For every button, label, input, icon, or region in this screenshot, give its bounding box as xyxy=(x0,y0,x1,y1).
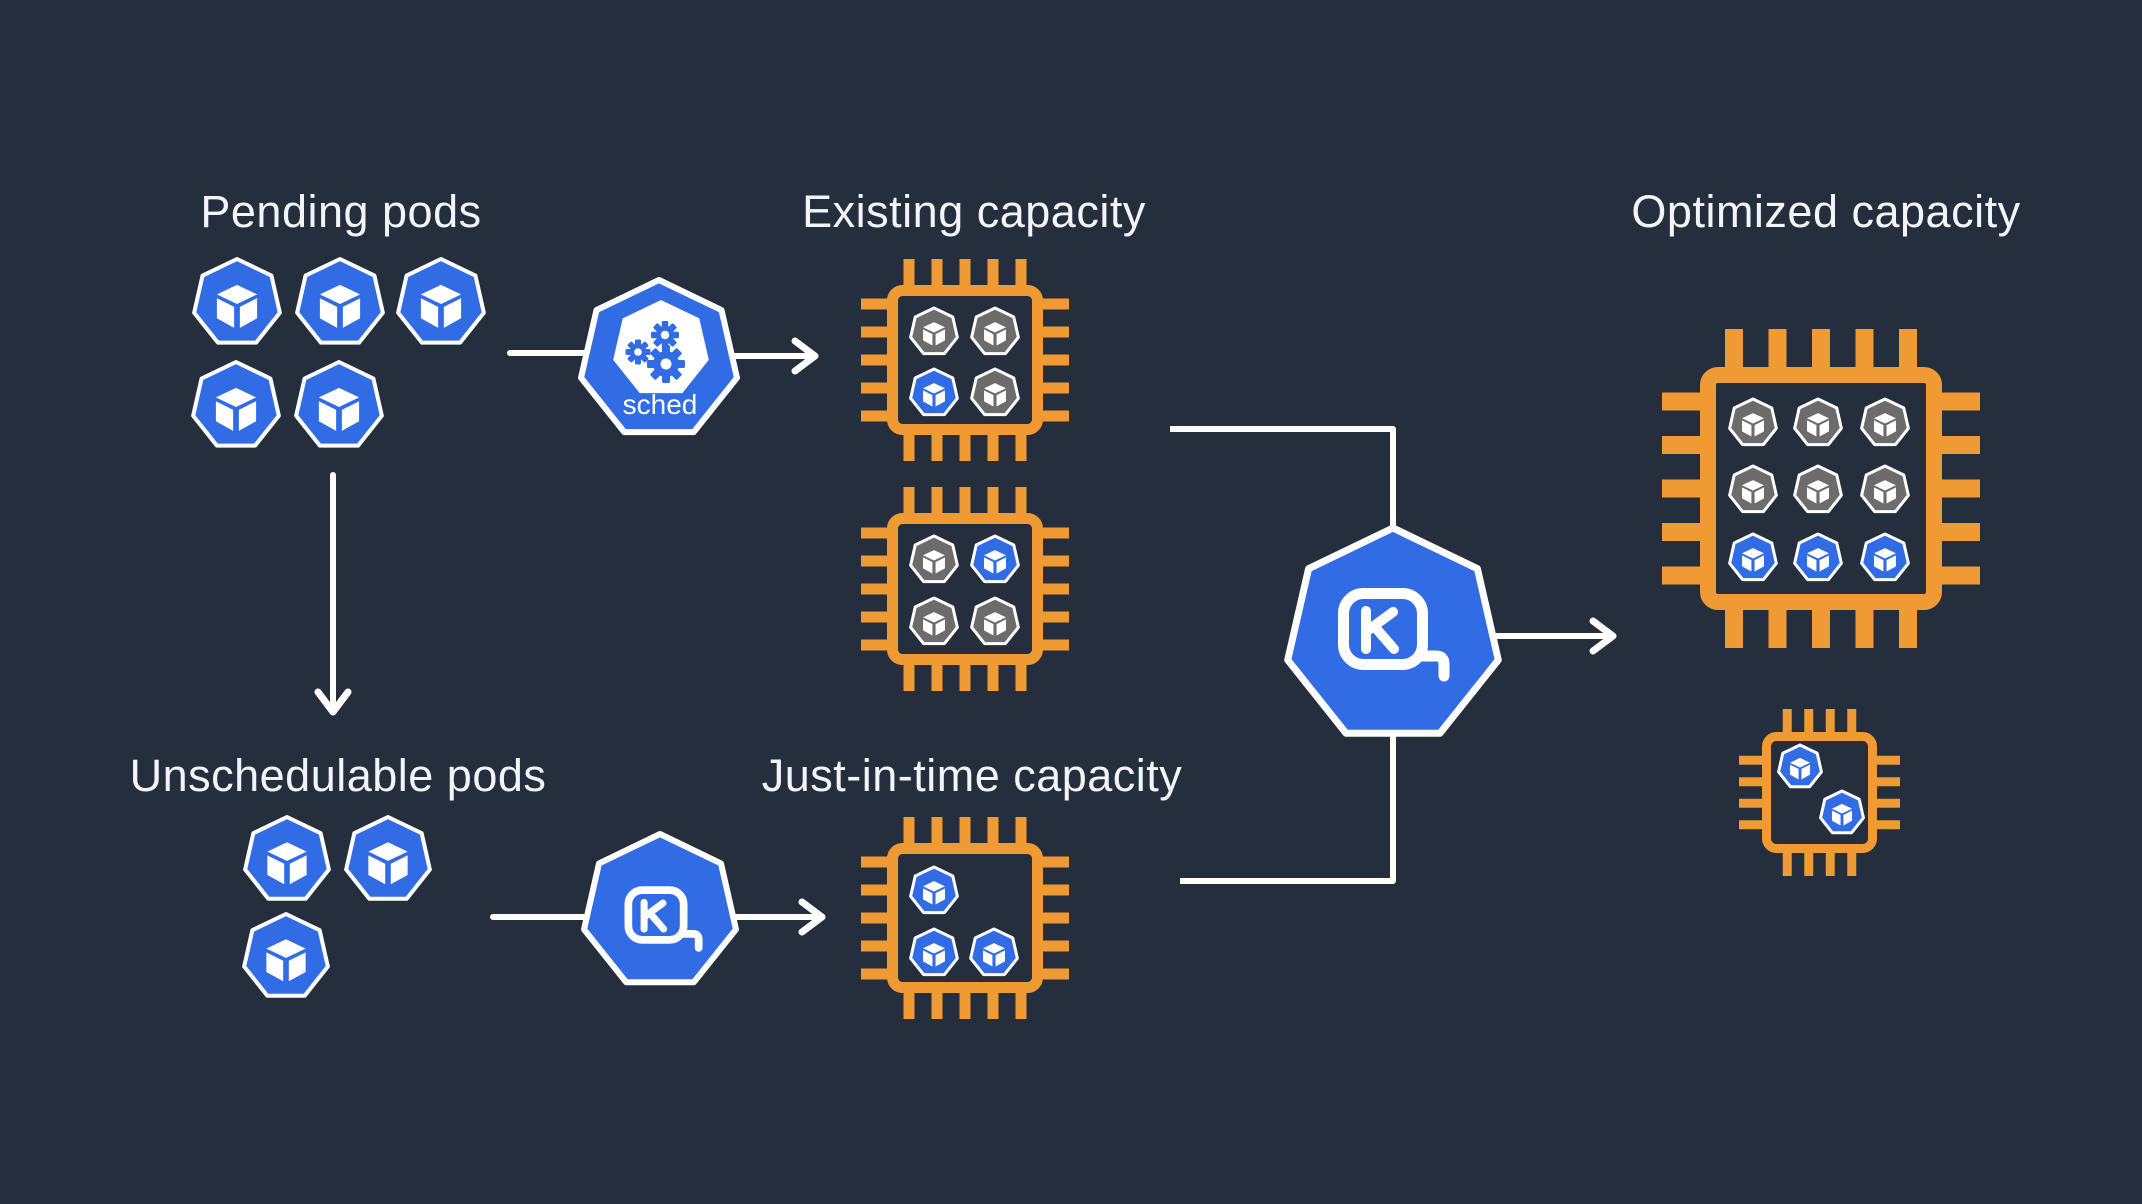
karpenter-icon-main xyxy=(1284,524,1502,737)
cpu-chip-existing-1 xyxy=(861,259,1069,461)
pod-icon xyxy=(909,865,959,915)
pod-icon xyxy=(909,596,959,646)
pod-icon xyxy=(970,534,1020,584)
pod-icon xyxy=(969,927,1019,977)
pod-icon xyxy=(909,534,959,584)
pod-icon xyxy=(1728,532,1778,582)
just-in-time-capacity-label: Just-in-time capacity xyxy=(761,750,1183,801)
kube-scheduler-icon: sched xyxy=(578,277,740,436)
pod-icon xyxy=(1860,397,1910,447)
pod-icon xyxy=(344,814,432,901)
pod-icon xyxy=(1728,464,1778,514)
scheduler-inner-heptagon xyxy=(613,300,709,394)
pod-icon xyxy=(192,256,282,345)
karpenter-heptagon xyxy=(1284,524,1502,737)
unschedulable-pods-label: Unschedulable pods xyxy=(129,750,547,801)
cpu-chip-existing-2 xyxy=(861,487,1069,691)
pod-icon xyxy=(1793,464,1843,514)
cpu-chip-optimized-large xyxy=(1662,329,1980,648)
arrow-karpenter-to-jit xyxy=(732,898,826,936)
karpenter-logo-icon xyxy=(1338,588,1450,682)
arrow-scheduler-to-existing xyxy=(730,337,819,375)
arrow-pending-to-unschedulable xyxy=(314,472,352,716)
pod-icon xyxy=(909,927,959,977)
karpenter-icon-small xyxy=(581,831,739,986)
arrow-karpenter-to-optimized xyxy=(1487,617,1617,655)
cpu-chip-optimized-small xyxy=(1739,709,1900,876)
gear-icon xyxy=(625,339,651,365)
pod-icon xyxy=(1860,464,1910,514)
existing-capacity-label: Existing capacity xyxy=(802,186,1146,237)
pod-icon xyxy=(1777,743,1823,789)
pod-icon xyxy=(1819,789,1865,835)
pod-icon xyxy=(242,911,330,998)
connector-jit-to-karpenter xyxy=(1180,732,1396,884)
cpu-chip-just-in-time xyxy=(861,817,1069,1019)
pod-icon xyxy=(970,596,1020,646)
pod-icon xyxy=(294,359,384,448)
pod-icon xyxy=(970,367,1020,417)
connector-existing-to-karpenter xyxy=(1170,426,1396,531)
pod-icon xyxy=(1728,397,1778,447)
pod-icon xyxy=(1793,532,1843,582)
optimized-capacity-label: Optimized capacity xyxy=(1631,186,2021,237)
pod-icon xyxy=(909,306,959,356)
pod-icon xyxy=(970,306,1020,356)
pending-pods-label: Pending pods xyxy=(200,186,482,237)
pod-icon xyxy=(295,256,385,345)
scheduler-label: sched xyxy=(623,389,698,420)
pod-icon xyxy=(909,367,959,417)
pod-icon xyxy=(1793,397,1843,447)
pod-icon xyxy=(396,256,486,345)
gear-icon xyxy=(651,321,679,349)
pod-icon xyxy=(191,359,281,448)
gear-icon xyxy=(647,345,685,383)
pod-icon xyxy=(1860,532,1910,582)
pod-icon xyxy=(243,814,331,901)
karpenter-logo-icon xyxy=(624,886,703,952)
